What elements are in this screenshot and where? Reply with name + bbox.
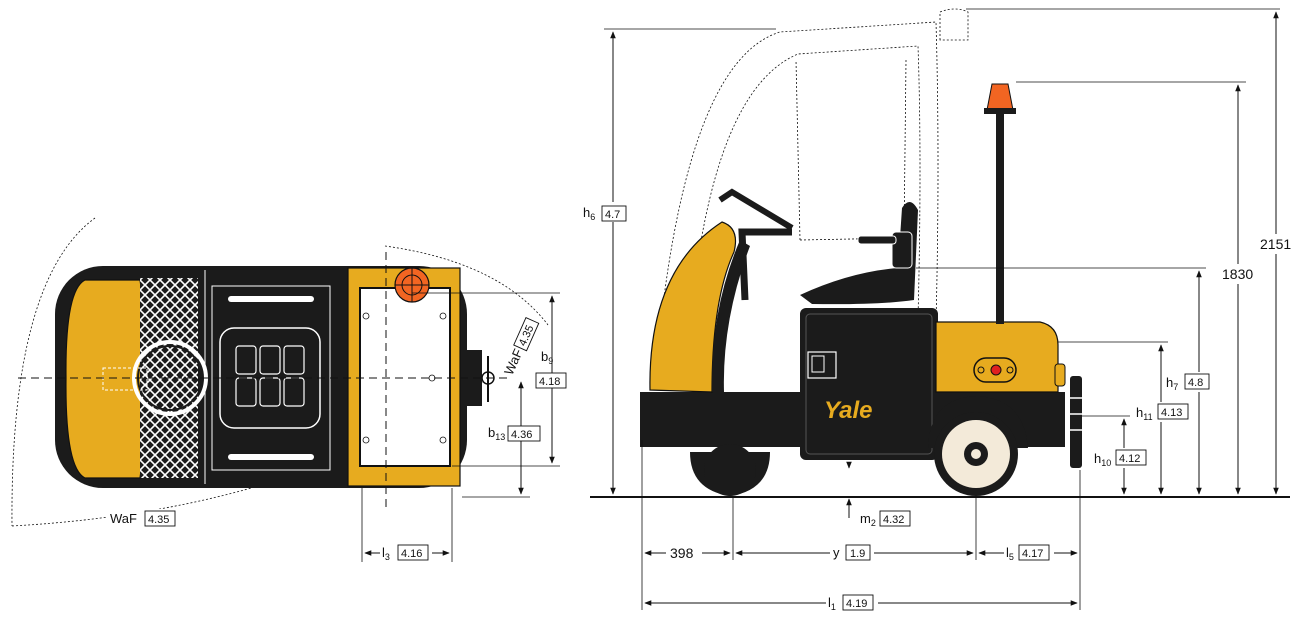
h11-ref: 4.13 xyxy=(1161,407,1182,419)
top-view: b9 4.18 b13 4.36 WaF 4.35 l3 4.16 WaF 4.… xyxy=(11,217,567,562)
b13-label: b13 xyxy=(488,425,505,442)
l1-ref: 4.19 xyxy=(846,598,867,610)
dim-398-label: 398 xyxy=(670,545,694,561)
b9-ref: 4.18 xyxy=(539,376,560,388)
beacon-light xyxy=(986,83,1014,111)
y-label: y xyxy=(833,545,840,560)
waf-bottom-label: WaF xyxy=(110,511,137,526)
b9-label: b9 xyxy=(541,349,553,366)
waf-bottom-ref: 4.35 xyxy=(148,514,169,526)
l5-label: l5 xyxy=(1006,545,1014,562)
beacon-pole xyxy=(996,108,1004,324)
h6-ref: 4.7 xyxy=(605,209,620,221)
towing-coupling-top xyxy=(462,350,482,406)
svg-text:WaF: WaF xyxy=(501,346,526,377)
front-wheel xyxy=(704,444,756,496)
y-ref: 1.9 xyxy=(850,548,865,560)
turning-arc-outer xyxy=(11,217,96,527)
h10-ref: 4.12 xyxy=(1119,453,1140,465)
waf-rotated-annotation: WaF 4.35 xyxy=(501,317,540,377)
h7-ref: 4.8 xyxy=(1188,377,1203,389)
b13-ref: 4.36 xyxy=(511,429,532,441)
h7-label: h7 xyxy=(1166,375,1178,392)
seat-side xyxy=(800,201,918,305)
h10-label: h10 xyxy=(1094,451,1111,468)
m2-ref: 4.32 xyxy=(883,514,904,526)
dim-2151-label: 2151 xyxy=(1260,236,1291,252)
l5-ref: 4.17 xyxy=(1022,548,1043,560)
h6-label: h6 xyxy=(583,205,595,222)
l3-label: l3 xyxy=(382,545,390,562)
l1-label: l1 xyxy=(828,595,836,612)
brand-logo: Yale xyxy=(824,397,872,424)
cabin-outline xyxy=(659,21,939,331)
side-view: Yale h6 xyxy=(580,8,1296,612)
dim-1830-label: 1830 xyxy=(1222,266,1253,282)
steering-column xyxy=(738,228,792,301)
l3-ref: 4.16 xyxy=(401,548,422,560)
towing-coupling-side xyxy=(1070,376,1082,468)
load-platform xyxy=(359,287,451,467)
h11-label: h11 xyxy=(1136,405,1153,422)
front-fairing-side xyxy=(649,221,737,393)
m2-label: m2 xyxy=(860,511,876,528)
